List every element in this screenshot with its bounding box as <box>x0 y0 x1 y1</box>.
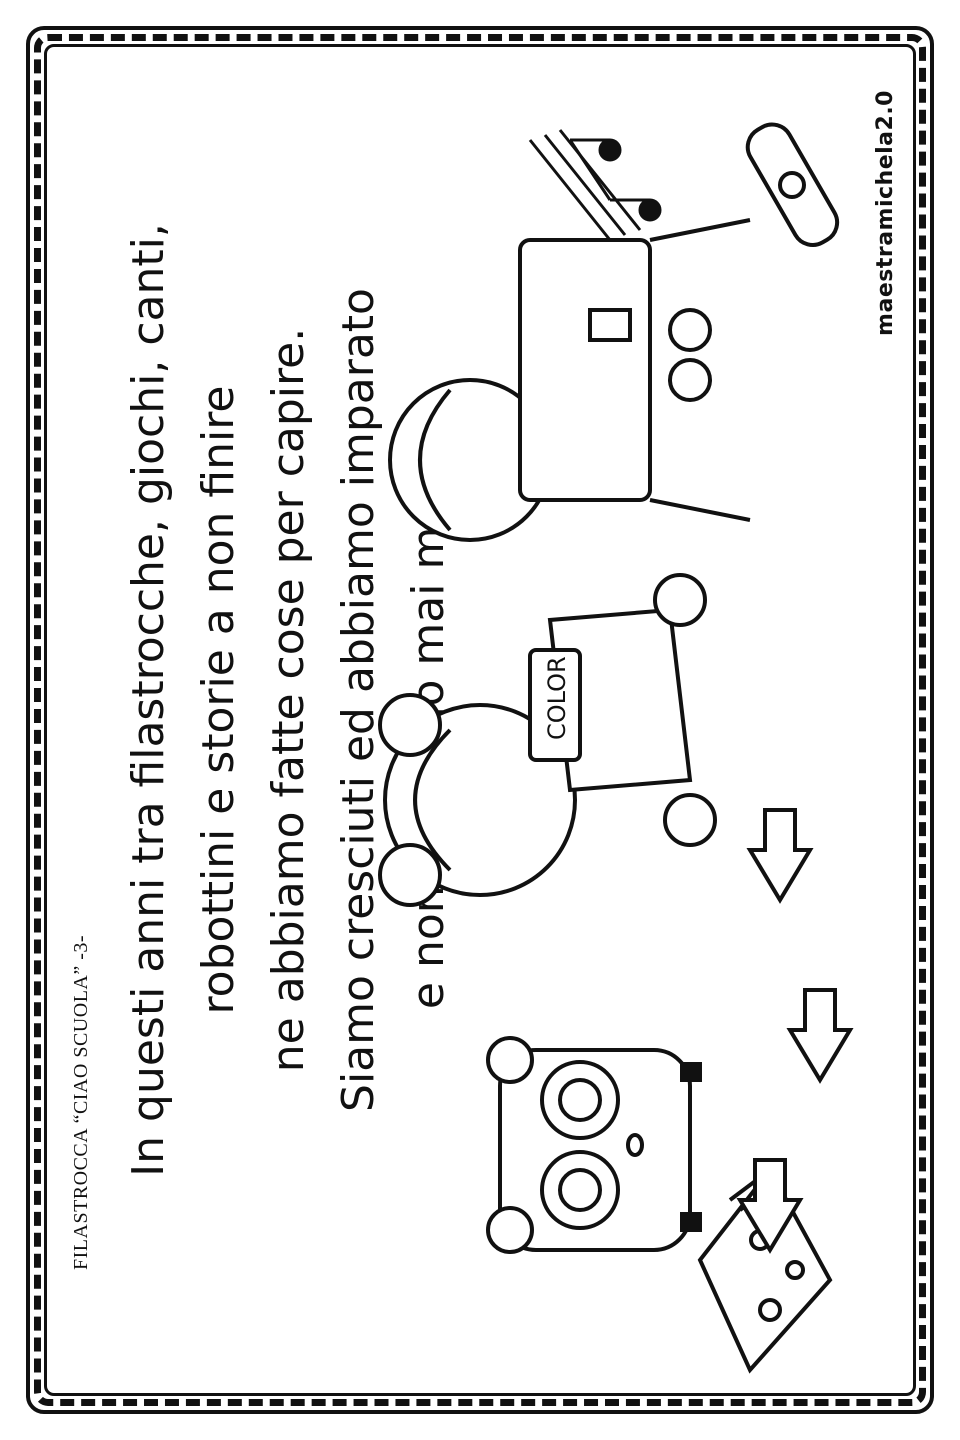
diploma-scroll-icon <box>745 122 840 247</box>
illustration: COLOR <box>378 122 854 1374</box>
boy-at-desk-icon <box>388 218 751 542</box>
rotated-content: FILASTROCCA “CIAO SCUOLA” -3- In questi … <box>50 60 910 1380</box>
page-frame <box>26 26 934 1414</box>
music-notes-icon <box>528 129 662 241</box>
crayon-box-label: COLOR <box>543 656 571 740</box>
robot-icon <box>486 1036 702 1254</box>
girl-with-crayons-icon: COLOR <box>378 573 717 907</box>
inner-border <box>44 44 916 1396</box>
chain-border <box>34 34 926 1406</box>
brand-watermark: maestramichela2.0 <box>873 90 898 336</box>
arrow-icons <box>736 808 854 1254</box>
